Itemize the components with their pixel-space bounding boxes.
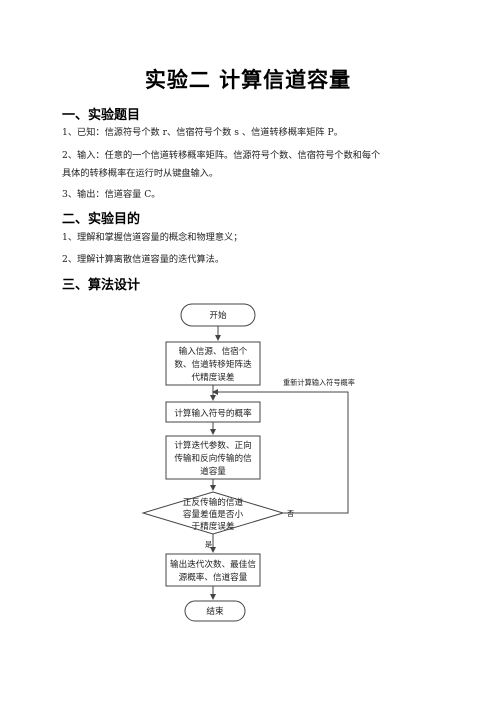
decision-line-3: 于精度误差 [192,520,235,532]
decision-line-1: 正反传输的信道 [183,496,244,508]
compute-line-2: 传输和反向传输的信 [174,452,252,464]
paragraph-2-2: 2、理解计算离散信道容量的迭代算法。 [62,254,225,265]
compute-probability-label: 计算输入符号的概率 [174,407,252,419]
flowchart-svg: 开始 输入信源、信宿个 数、信道转移矩阵迭 代精度误差 重新计算输入符号概率 计… [141,303,355,622]
input-box [165,341,261,386]
compute-line-1: 计算迭代参数、正向 [174,439,251,451]
section-heading-3: 三、算法设计 [62,278,141,293]
recompute-label: 重新计算输入符号概率 [283,378,355,387]
end-terminal [184,600,246,622]
input-line-2: 数、信道转移矩阵迭 [174,358,252,370]
paragraph-1-1: 1、已知：信源符号个数 r、信宿符号个数 s 、信道转移概率矩阵 P。 [62,127,343,138]
decision-line-2: 容量差值是否小 [183,508,244,520]
document-title: 实验二 计算信道容量 [144,68,352,92]
section-heading-1: 一、实验题目 [62,108,141,123]
output-line-1: 输出迭代次数、最佳信 [170,558,256,570]
end-label: 结束 [206,605,224,617]
no-branch-loop [212,389,349,514]
output-line-2: 源概率、信道容量 [179,571,248,583]
paragraph-2-1: 1、理解和掌握信道容量的概念和物理意义； [62,232,243,243]
paragraph-1-3: 具体的转移概率在运行时从键盘输入。 [62,168,219,179]
algorithm-flowchart: 开始 输入信源、信宿个 数、信道转移矩阵迭 代精度误差 重新计算输入符号概率 计… [0,296,496,626]
no-label: 否 [287,509,294,518]
output-box [165,553,261,587]
yes-label: 是 [205,540,212,549]
input-line-1: 输入信源、信宿个 [179,345,248,357]
paragraph-1-4: 3、输出：信道容量 C。 [62,189,161,200]
section-heading-2: 二、实验目的 [62,212,141,227]
start-label: 开始 [209,309,227,321]
compute-line-3: 道容量 [200,465,226,477]
input-line-3: 代精度误差 [192,371,235,383]
paragraph-1-2: 2、输入：任意的一个信道转移概率矩阵。信源符号个数、信宿符号个数和每个 [62,150,381,161]
